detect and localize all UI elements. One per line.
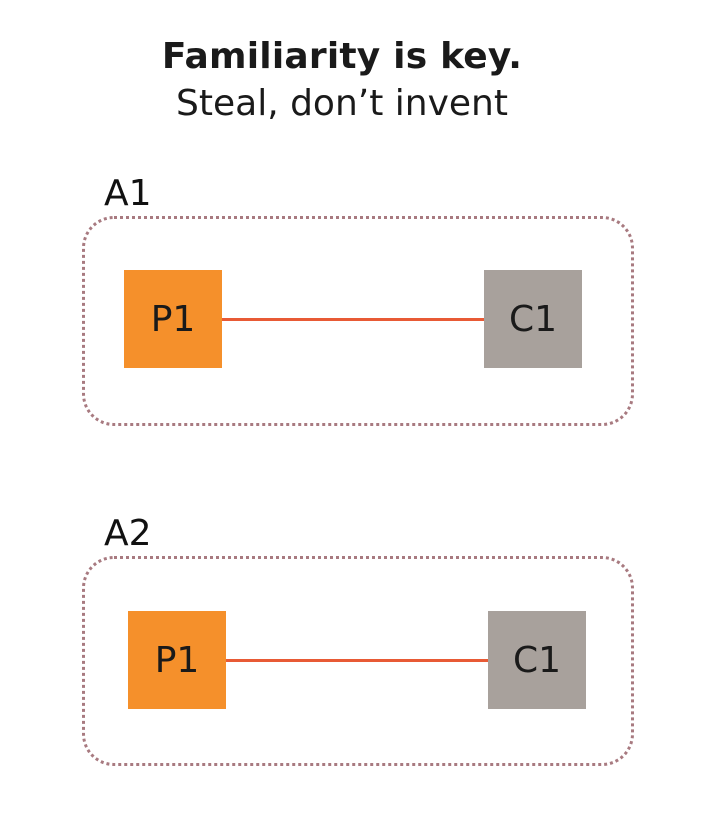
diagram-subtitle: Steal, don’t invent [176, 83, 508, 124]
edge-a1 [222, 318, 484, 321]
parent-node-a2: P1 [128, 611, 226, 709]
group-label-a1: A1 [104, 173, 152, 214]
edge-a2 [226, 659, 488, 662]
group-box-a2 [82, 556, 634, 766]
parent-node-a1: P1 [124, 270, 222, 368]
heading: Familiarity is key. Steal, don’t invent [0, 34, 684, 128]
group-box-a1 [82, 216, 634, 426]
child-node-a1: C1 [484, 270, 582, 368]
child-node-a2: C1 [488, 611, 586, 709]
group-label-a2: A2 [104, 513, 152, 554]
diagram-title: Familiarity is key. [161, 36, 523, 77]
